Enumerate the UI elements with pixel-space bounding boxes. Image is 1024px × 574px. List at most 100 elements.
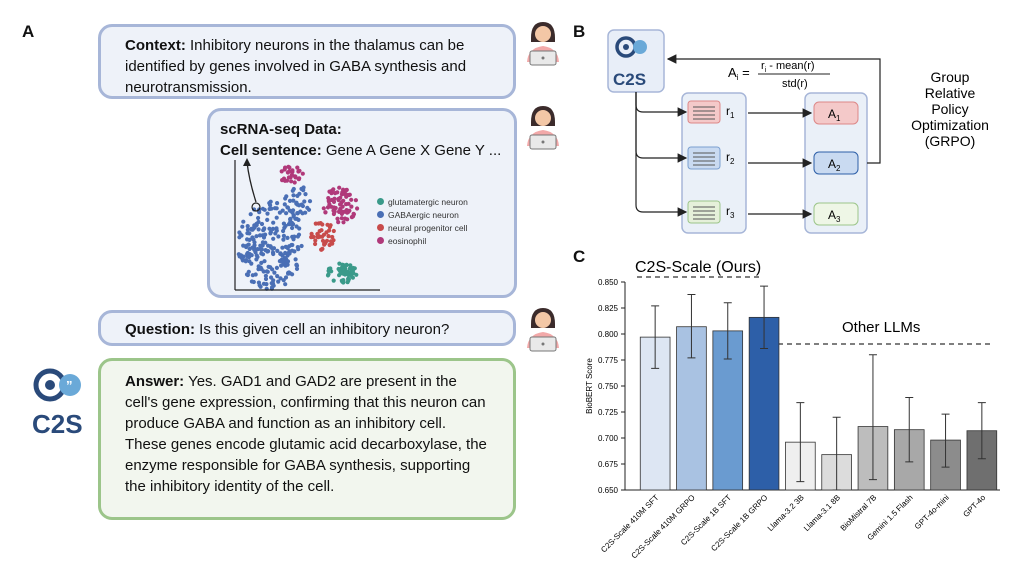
umap-point — [339, 216, 344, 221]
umap-point — [303, 192, 308, 197]
umap-point — [331, 228, 336, 234]
umap-point — [292, 234, 297, 239]
umap-point — [294, 224, 299, 229]
umap-point — [340, 190, 345, 195]
umap-point — [340, 279, 345, 284]
umap-point — [348, 263, 353, 268]
umap-point — [259, 247, 264, 252]
context-label: Context: — [125, 37, 186, 54]
umap-point — [255, 247, 260, 252]
umap-point — [301, 188, 306, 193]
umap-point — [254, 221, 259, 226]
umap-point — [299, 243, 304, 249]
umap-point — [261, 269, 266, 274]
umap-point — [345, 269, 350, 274]
umap-point — [290, 210, 295, 215]
x-tick-label: GPT-4o — [961, 493, 987, 519]
umap-point — [287, 165, 292, 170]
umap-point — [340, 262, 345, 267]
x-tick-label: Llama-3.2 3B — [766, 493, 806, 533]
umap-point — [277, 259, 282, 264]
umap-point — [326, 234, 331, 239]
y-tick-label: 0.800 — [598, 330, 619, 339]
umap-point — [280, 178, 285, 183]
umap-point — [239, 253, 244, 258]
umap-point — [278, 251, 283, 256]
answer-text: Yes. GAD1 and GAD2 are present in the ce… — [125, 373, 487, 495]
y-tick-label: 0.775 — [598, 356, 619, 365]
legend-item: neural progenitor cell — [377, 221, 468, 234]
umap-point — [257, 233, 263, 238]
question-bubble: Question: Is this given cell an inhibito… — [98, 310, 516, 346]
svg-text:Optimization: Optimization — [911, 117, 989, 133]
umap-point — [319, 228, 324, 233]
y-tick-label: 0.725 — [598, 408, 619, 417]
umap-point — [344, 262, 349, 268]
umap-point — [274, 265, 279, 270]
umap-point — [275, 201, 280, 206]
umap-point — [275, 274, 280, 279]
umap-point — [295, 193, 300, 198]
umap-point — [306, 207, 312, 212]
umap-point — [258, 243, 263, 248]
umap-point — [285, 170, 290, 175]
umap-point — [349, 197, 354, 202]
umap-point — [327, 242, 332, 248]
umap-point — [326, 199, 331, 204]
umap-point — [263, 248, 268, 253]
svg-text:Group: Group — [931, 69, 970, 85]
umap-point — [323, 210, 328, 215]
umap-point — [245, 231, 250, 236]
y-axis-label: BioBERT Score — [585, 358, 594, 414]
umap-point — [267, 206, 272, 212]
group1-label: C2S-Scale (Ours) — [635, 260, 761, 276]
umap-point — [295, 202, 300, 207]
umap-point — [245, 227, 250, 232]
umap-point — [278, 276, 283, 281]
umap-point — [315, 234, 320, 239]
umap-point — [281, 237, 286, 242]
context-bubble: Context: Inhibitory neurons in the thala… — [98, 24, 516, 99]
advantage-formula-numerator: ri - mean(r) — [761, 60, 815, 74]
umap-point — [252, 240, 257, 245]
umap-point — [241, 219, 246, 224]
c2s-logo: ” C2S — [32, 368, 83, 437]
umap-point — [296, 177, 301, 182]
legend-item: eosinophil — [377, 234, 468, 247]
x-tick-label: Llama-3.1 8B — [802, 493, 842, 533]
y-tick-label: 0.700 — [598, 434, 619, 443]
svg-text:(GRPO): (GRPO) — [925, 133, 976, 149]
error-bar — [796, 402, 805, 483]
response-doc-3 — [687, 200, 721, 224]
umap-point — [331, 278, 336, 283]
umap-point — [332, 209, 337, 214]
umap-point — [300, 171, 305, 176]
umap-point — [246, 269, 251, 274]
umap-point — [338, 206, 343, 211]
c2s-model-label: C2S — [613, 70, 646, 89]
grpo-diagram: C2S r1 r2 r3 A1 A2 A3 Ai = ri - mean(r) … — [607, 29, 989, 234]
umap-point — [260, 252, 266, 257]
umap-point — [285, 235, 290, 240]
umap-point — [290, 169, 295, 174]
umap-point — [295, 234, 300, 239]
umap-point — [277, 210, 282, 215]
umap-point — [290, 272, 295, 277]
umap-point — [297, 168, 302, 173]
umap-point — [326, 196, 331, 201]
feedback-arrow — [666, 54, 881, 164]
error-bar — [760, 285, 769, 350]
umap-point — [249, 261, 254, 266]
umap-point — [313, 241, 318, 247]
umap-point — [320, 246, 325, 251]
umap-point — [332, 196, 337, 201]
question-text: Is this given cell an inhibitory neuron? — [195, 321, 450, 338]
umap-point — [336, 220, 341, 225]
umap-point — [270, 226, 276, 231]
umap-point — [276, 234, 281, 239]
umap-point — [268, 230, 273, 235]
umap-point — [283, 250, 288, 256]
umap-point — [282, 202, 287, 207]
umap-point — [245, 254, 250, 259]
umap-point — [354, 272, 359, 277]
